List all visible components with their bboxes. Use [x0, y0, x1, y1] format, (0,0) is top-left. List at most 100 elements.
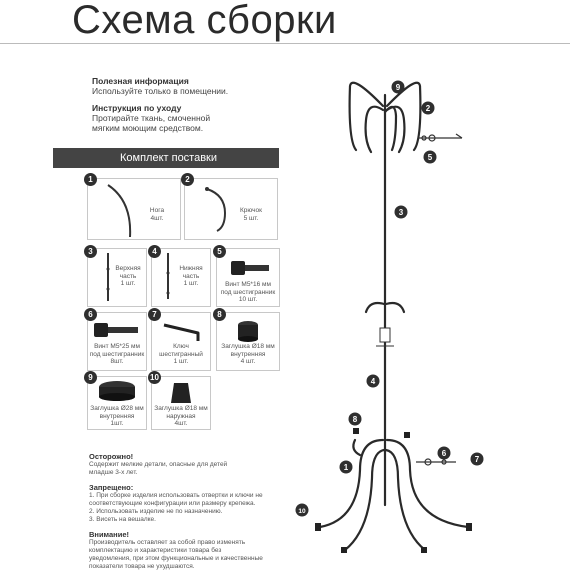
kit-card-10-line-2: наружная: [166, 412, 196, 420]
kit-heading: Комплект поставки: [120, 152, 218, 164]
care-text-line-2: мягким моющим средством.: [92, 123, 204, 133]
kit-badge-3: 3: [84, 245, 97, 258]
kit-badge-2: 2: [181, 173, 194, 186]
kit-card-4-line-3: 1 шт.: [183, 280, 199, 287]
kit-card-6-label: Винт М5*25 мм под шестигранник 8шт.: [88, 343, 146, 366]
kit-card-3-line-1: Верхняя: [115, 265, 141, 272]
kit-badge-10: 10: [148, 371, 161, 384]
forbidden-heading: Запрещено:: [89, 483, 134, 492]
kit-badge-8: 8: [213, 308, 226, 321]
kit-card-10: Заглушка Ø18 мм наружная 4шт.: [151, 376, 211, 430]
title-divider: [0, 43, 570, 44]
hex-key-icon: [163, 323, 200, 341]
caution-heading: Осторожно!: [89, 452, 134, 461]
svg-text:4: 4: [371, 377, 376, 386]
forbidden-line-1: 1. При сборке изделия использовать отвер…: [89, 492, 263, 499]
kit-badge-5: 5: [213, 245, 226, 258]
svg-text:2: 2: [426, 104, 431, 113]
hook-icon: [205, 187, 227, 232]
callout-10: 10: [295, 503, 309, 517]
callout-8: 8: [348, 412, 362, 426]
kit-card-7-line-3: 1 шт.: [173, 358, 189, 365]
kit-card-8-line-1: Заглушка Ø18 мм: [221, 343, 275, 350]
svg-text:10: 10: [298, 508, 306, 515]
kit-card-4-label: Нижняя часть 1 шт.: [174, 265, 208, 288]
callout-6: 6: [437, 446, 451, 460]
svg-text:7: 7: [475, 455, 480, 464]
kit-card-3-line-3: 1 шт.: [120, 280, 136, 287]
kit-card-10-line-1: Заглушка Ø18 мм: [154, 405, 208, 412]
svg-text:5: 5: [428, 153, 433, 162]
kit-card-3-label: Верхняя часть 1 шт.: [112, 265, 144, 288]
care-heading: Инструкция по уходу: [92, 103, 182, 113]
attention-line-4: показатели товара не ухудшаются.: [89, 563, 195, 570]
svg-text:8: 8: [353, 415, 358, 424]
leg-left-inner: [343, 448, 386, 552]
assembly-scheme: 9 2 5 3 4 8 1 6: [295, 80, 484, 553]
kit-card-1: Нога 4шт.: [87, 178, 181, 240]
kit-badge-1: 1: [84, 173, 97, 186]
hook-mid-right: [384, 301, 406, 314]
callout-5: 5: [423, 150, 437, 164]
callout-1: 1: [339, 460, 353, 474]
hook-top-left-outer: [348, 81, 385, 152]
inner-cap-small-icon: [238, 321, 258, 342]
useful-info-heading: Полезная информация: [92, 76, 189, 86]
kit-card-7-label: Ключ шестигранный 1 шт.: [152, 343, 210, 366]
kit-card-8: Заглушка Ø18 мм внутренняя 4 шт.: [216, 312, 280, 371]
care-text-line-1: Протирайте ткань, смоченной: [92, 113, 211, 123]
caution-line-2: младше 3-х лет.: [89, 469, 138, 476]
attention-heading: Внимание!: [89, 530, 129, 539]
hook-top-center: [383, 105, 398, 152]
kit-card-1-line-2: 4шт.: [150, 214, 164, 222]
notes-block: Осторожно! Содержит мелкие детали, опасн…: [89, 452, 279, 571]
callout-2: 2: [421, 101, 435, 115]
kit-card-2-line-1: Крючок: [240, 207, 262, 214]
kit-card-6-line-3: 8шт.: [110, 358, 124, 365]
svg-text:9: 9: [396, 83, 401, 92]
kit-card-5-line-3: 10 шт.: [238, 296, 258, 303]
kit-card-4-line-1: Нижняя: [179, 265, 203, 272]
callout-7: 7: [470, 452, 484, 466]
hook-mid-left: [364, 301, 386, 314]
kit-card-1-line-1: Нога: [149, 207, 165, 214]
kit-badge-7: 7: [148, 308, 161, 321]
kit-card-4-line-2: часть: [182, 272, 200, 280]
leg-right-outer: [385, 438, 470, 529]
forbidden-line-3: 2. Использовать изделие не по назначению…: [89, 508, 223, 515]
kit-card-9-label: Заглушка Ø28 мм внутренняя 1шт.: [88, 405, 146, 428]
svg-text:1: 1: [344, 463, 349, 472]
useful-info-text: Используйте только в помещении.: [92, 86, 229, 96]
kit-card-7: Ключ шестигранный 1 шт.: [151, 312, 211, 371]
kit-card-3-line-2: часть: [119, 272, 137, 280]
kit-card-8-label: Заглушка Ø18 мм внутренняя 4 шт.: [217, 343, 279, 366]
kit-card-3: Верхняя часть 1 шт.: [87, 248, 147, 307]
hook-top-right-inner: [385, 105, 406, 154]
kit-card-10-line-3: 4шт.: [174, 420, 188, 427]
attention-line-1: Производитель оставляет за собой право и…: [89, 539, 246, 546]
attention-line-2: комплектацию и характеристики товара без: [89, 547, 222, 554]
leg-left-outer: [318, 438, 385, 529]
kit-badge-4: 4: [148, 245, 161, 258]
kit-badge-6: 6: [84, 308, 97, 321]
kit-card-5: Винт М5*16 мм под шестигранник 10 шт.: [216, 248, 280, 307]
kit-card-1-label: Нога 4шт.: [140, 207, 174, 222]
kit-badge-9: 9: [84, 371, 97, 384]
inner-cap-large-icon: [99, 381, 135, 401]
kit-card-9-line-3: 1шт.: [110, 420, 124, 427]
kit-card-5-label: Винт М5*16 мм под шестигранник 10 шт.: [217, 281, 279, 304]
kit-card-7-line-1: Ключ: [173, 343, 189, 350]
kit-card-5-line-2: под шестигранник: [220, 288, 276, 296]
kit-card-9: Заглушка Ø28 мм внутренняя 1шт.: [87, 376, 147, 430]
callout-3: 3: [394, 205, 408, 219]
curved-leg-icon: [107, 184, 132, 238]
page-title: Схема сборки: [72, 0, 337, 42]
kit-card-8-line-3: 4 шт.: [240, 358, 256, 365]
kit-heading-bar: Комплект поставки: [53, 148, 279, 168]
kit-card-6-line-1: Винт М5*25 мм: [94, 343, 140, 350]
kit-card-8-line-2: внутренняя: [230, 350, 266, 358]
leg-right-inner: [384, 448, 427, 552]
kit-card-5-line-1: Винт М5*16 мм: [225, 281, 271, 288]
kit-card-9-line-1: Заглушка Ø28 мм: [90, 405, 144, 412]
callout-4: 4: [366, 374, 380, 388]
